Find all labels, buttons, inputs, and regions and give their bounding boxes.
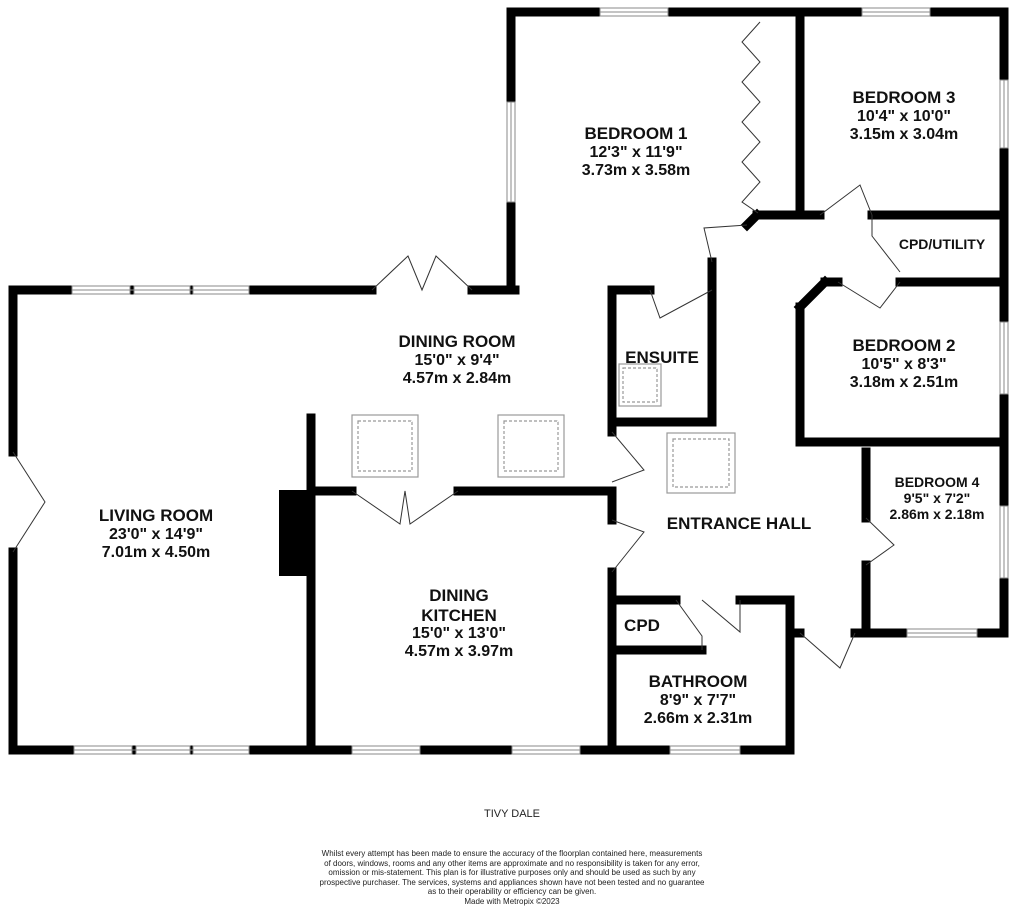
room-name-line2: KITCHEN xyxy=(421,605,497,625)
room-size-metric: 3.73m x 3.58m xyxy=(581,161,691,179)
room-size-metric: 4.57m x 3.97m xyxy=(404,643,514,661)
room-size-imperial: 9'5" x 7'2" xyxy=(903,490,971,507)
room-label-dining-room: DINING ROOM 15'0" x 9'4" 4.57m x 2.84m xyxy=(398,332,515,388)
room-size-metric: 3.15m x 3.04m xyxy=(849,125,959,143)
doors xyxy=(12,21,901,669)
room-label-dining-kitchen: DINING KITCHEN 15'0" x 13'0" 4.57m x 3.9… xyxy=(405,586,514,662)
door-ensuite xyxy=(649,289,713,319)
disclaimer-line: Whilst every attempt has been made to en… xyxy=(321,849,703,858)
door-front xyxy=(799,632,856,669)
room-size-metric: 3.18m x 2.51m xyxy=(849,373,959,391)
room-label-entrance-hall: ENTRANCE HALL xyxy=(667,514,812,534)
room-size-imperial: 10'5" x 8'3" xyxy=(861,355,947,373)
window-glazing-lines xyxy=(72,11,1005,751)
room-size-metric: 2.86m x 2.18m xyxy=(889,506,985,523)
room-label-cpd-utility: CPD/UTILITY xyxy=(899,236,985,252)
room-size-metric: 4.57m x 2.84m xyxy=(402,369,512,387)
chimney-breast xyxy=(279,490,311,576)
room-size-metric: 7.01m x 4.50m xyxy=(101,543,211,561)
room-label-bedroom-3: BEDROOM 3 10'4" x 10'0" 3.15m x 3.04m xyxy=(850,88,959,144)
room-size-imperial: 8'9" x 7'7" xyxy=(659,691,737,709)
room-name: DINING ROOM xyxy=(398,332,516,351)
room-name: BEDROOM 2 xyxy=(852,336,956,355)
skylights xyxy=(351,363,736,494)
room-name: CPD xyxy=(624,616,660,635)
door-dining-kitchen xyxy=(351,490,459,525)
disclaimer: Whilst every attempt has been made to en… xyxy=(0,849,1024,907)
door-bed3 xyxy=(819,184,873,216)
skylight-ensuite xyxy=(618,363,662,407)
room-size-imperial: 15'0" x 13'0" xyxy=(412,625,506,643)
room-name-line1: DINING xyxy=(429,586,489,605)
room-size-metric: 2.66m x 2.31m xyxy=(643,709,753,727)
room-name: CPD/UTILITY xyxy=(898,236,986,252)
room-label-bedroom-2: BEDROOM 2 10'5" x 8'3" 3.18m x 2.51m xyxy=(850,336,959,392)
skylight-dining-1 xyxy=(351,414,419,478)
room-label-cpd: CPD xyxy=(624,616,660,636)
disclaimer-line: prospective purchaser. The services, sys… xyxy=(319,877,705,887)
room-name: BATHROOM xyxy=(648,672,748,691)
room-name: BEDROOM 1 xyxy=(584,124,688,143)
room-name: BEDROOM 4 xyxy=(894,474,980,490)
door-bed1 xyxy=(703,224,748,263)
door-bed2 xyxy=(837,281,901,309)
door-utility xyxy=(871,215,901,273)
wall-bed1-diag xyxy=(740,208,764,232)
room-size-imperial: 23'0" x 14'9" xyxy=(109,525,203,543)
door-dining-hall xyxy=(611,431,645,483)
disclaimer-line: omission or mis-statement. This plan is … xyxy=(328,868,696,878)
skylight-hall xyxy=(666,432,736,494)
door-living-west xyxy=(12,451,46,553)
room-label-bedroom-1: BEDROOM 1 12'3" x 11'9" 3.73m x 3.58m xyxy=(582,124,691,180)
room-name: BEDROOM 3 xyxy=(852,88,956,107)
door-dining-north xyxy=(371,255,473,292)
room-name: ENSUITE xyxy=(625,348,699,367)
credit: Made with Metropix ©2023 xyxy=(464,896,560,906)
room-name: LIVING ROOM xyxy=(98,506,214,525)
disclaimer-line: of doors, windows, rooms and any other i… xyxy=(324,858,700,868)
disclaimer-line: as to their operability or efficiency ca… xyxy=(427,887,597,897)
door-bed4 xyxy=(865,517,895,566)
wardrobe-doors xyxy=(741,21,761,214)
room-label-bedroom-4: BEDROOM 4 9'5" x 7'2" 2.86m x 2.18m xyxy=(890,474,985,522)
room-label-living-room: LIVING ROOM 23'0" x 14'9" 7.01m x 4.50m xyxy=(99,506,213,562)
plan-title: TIVY DALE xyxy=(483,808,541,820)
room-name: ENTRANCE HALL xyxy=(666,514,812,533)
skylight-dining-2 xyxy=(497,414,565,478)
room-label-ensuite: ENSUITE xyxy=(625,348,699,368)
door-cpd xyxy=(675,599,703,650)
door-kitchen-hall xyxy=(611,519,645,573)
room-size-imperial: 12'3" x 11'9" xyxy=(589,143,683,161)
room-label-bathroom: BATHROOM 8'9" x 7'7" 2.66m x 2.31m xyxy=(644,672,753,728)
room-size-imperial: 10'4" x 10'0" xyxy=(857,107,951,125)
room-size-imperial: 15'0" x 9'4" xyxy=(414,351,500,369)
door-bath xyxy=(701,599,741,634)
